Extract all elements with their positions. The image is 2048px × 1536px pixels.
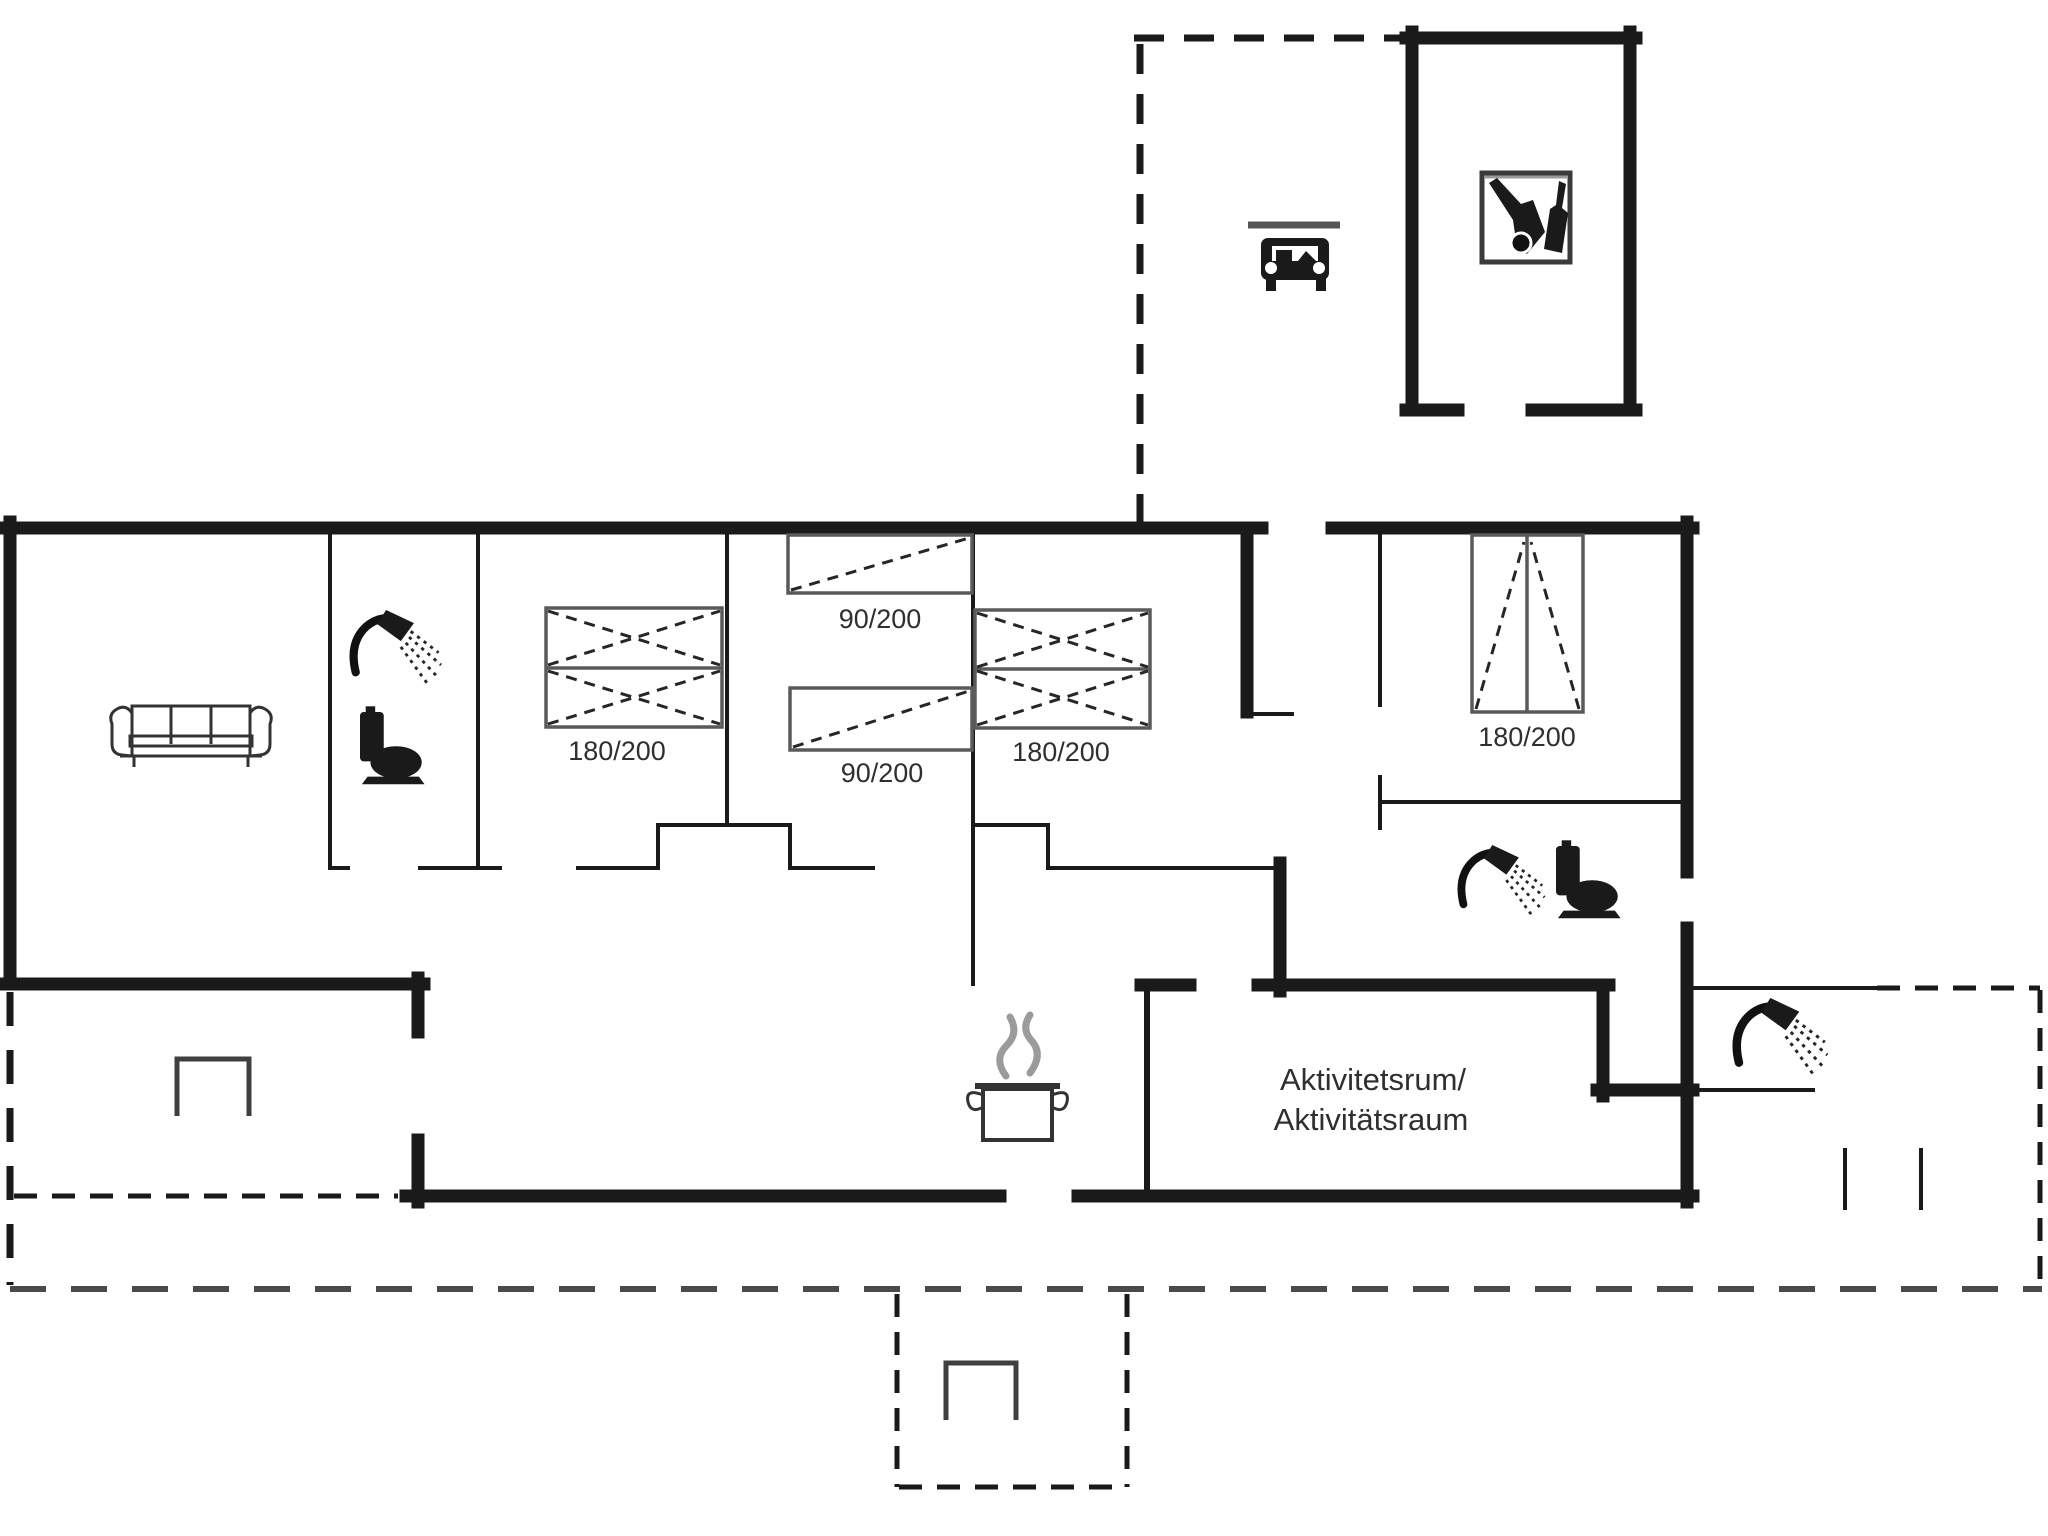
grill-icon <box>174 1056 252 1116</box>
shower-icon <box>1737 998 1828 1076</box>
bed-size-label: 90/200 <box>841 758 924 788</box>
interior-walls <box>328 533 1923 1210</box>
double-bed-west <box>544 606 724 729</box>
bottle-crate-icon <box>1479 170 1573 265</box>
east-terrace-outline <box>1877 985 2043 1287</box>
double-bed-mid <box>973 608 1152 730</box>
sofa-icon <box>109 704 273 767</box>
outer-walls <box>0 515 1700 1209</box>
carport-outline <box>1134 34 1412 524</box>
car-icon <box>1248 221 1340 291</box>
room-name-line2: Aktivitätsraum <box>1274 1102 1469 1137</box>
bed-size-label: 180/200 <box>568 736 666 766</box>
bed-size-label: 180/200 <box>1478 722 1576 752</box>
outbuilding-walls <box>1399 25 1643 417</box>
west-terrace-outline <box>6 992 398 1285</box>
toilet-icon <box>1556 840 1621 919</box>
single-bed-bottom <box>788 686 974 752</box>
cooking-pot-icon <box>966 1011 1069 1142</box>
bed-size-label: 90/200 <box>839 604 922 634</box>
shower-icon <box>1461 845 1544 917</box>
toilet-icon <box>360 706 425 785</box>
bed-size-label: 180/200 <box>1012 737 1110 767</box>
grill-icon <box>943 1360 1019 1420</box>
south-patio-outline <box>894 1294 1130 1490</box>
shower-icon <box>354 610 441 685</box>
room-name-line1: Aktivitetsrum/ <box>1280 1062 1466 1097</box>
single-bed-top <box>786 533 974 595</box>
double-bed-east <box>1470 533 1585 714</box>
activity-room-label: Aktivitetsrum/ Aktivitätsraum <box>1274 1062 1469 1137</box>
